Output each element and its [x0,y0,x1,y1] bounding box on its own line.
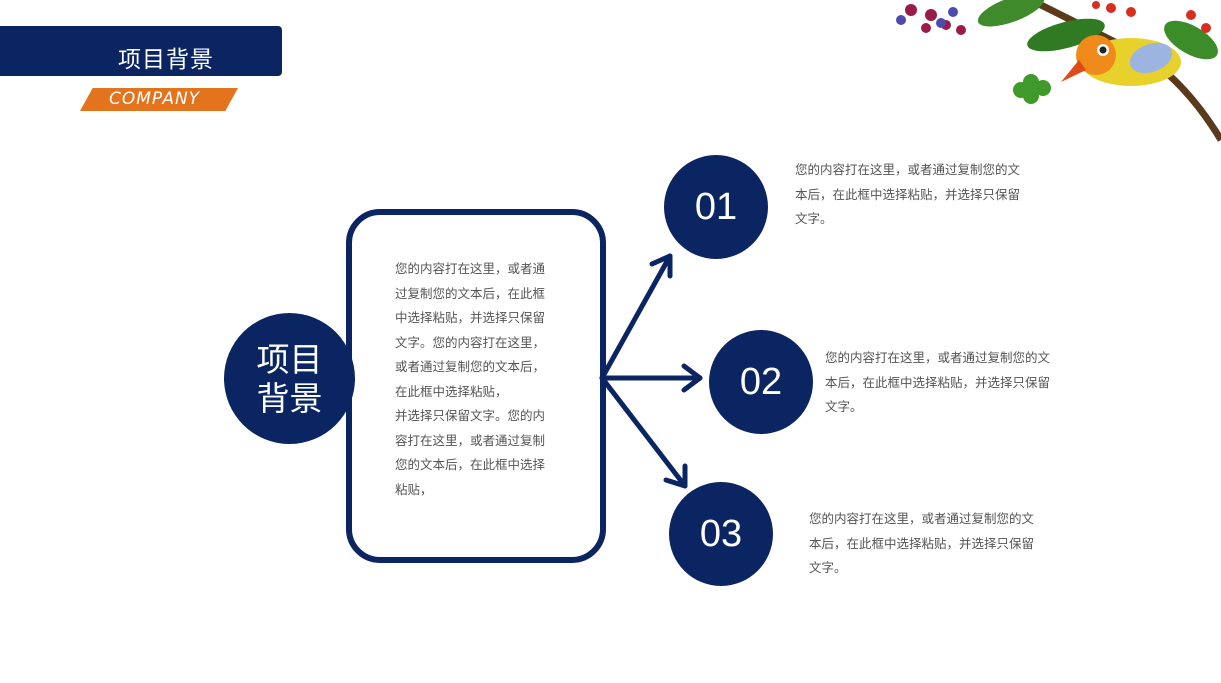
number-circle-01: 01 [664,155,768,259]
hub-circle: 项目 背景 [224,313,355,444]
arrow-head-01 [649,253,673,279]
number-circle-03: 03 [669,482,773,586]
hub-line-2: 背景 [256,378,323,418]
title-bar [0,26,282,76]
bird-on-branch-icon [896,0,1221,142]
center-box-text: 您的内容打在这里，或者通过复制您的文本后，在此框中选择粘贴，并选择只保留文字。您… [395,261,546,497]
number-circle-02: 02 [709,330,813,434]
item-01-text: 您的内容打在这里，或者通过复制您的文本后，在此框中选择粘贴，并选择只保留文字。 [795,162,1021,226]
arrow-head-03 [663,463,688,489]
company-label: COMPANY [109,89,201,109]
page-title: 项目背景 [118,47,214,73]
branch-arrows [599,253,703,489]
item-03-text: 您的内容打在这里，或者通过复制您的文本后，在此框中选择粘贴，并选择只保留文字。 [809,511,1035,575]
arrow-head-02 [681,363,703,393]
hub-line-1: 项目 [256,339,323,379]
item-02-text: 您的内容打在这里，或者通过复制您的文本后，在此框中选择粘贴，并选择只保留文字。 [825,350,1051,414]
company-banner [80,88,238,111]
